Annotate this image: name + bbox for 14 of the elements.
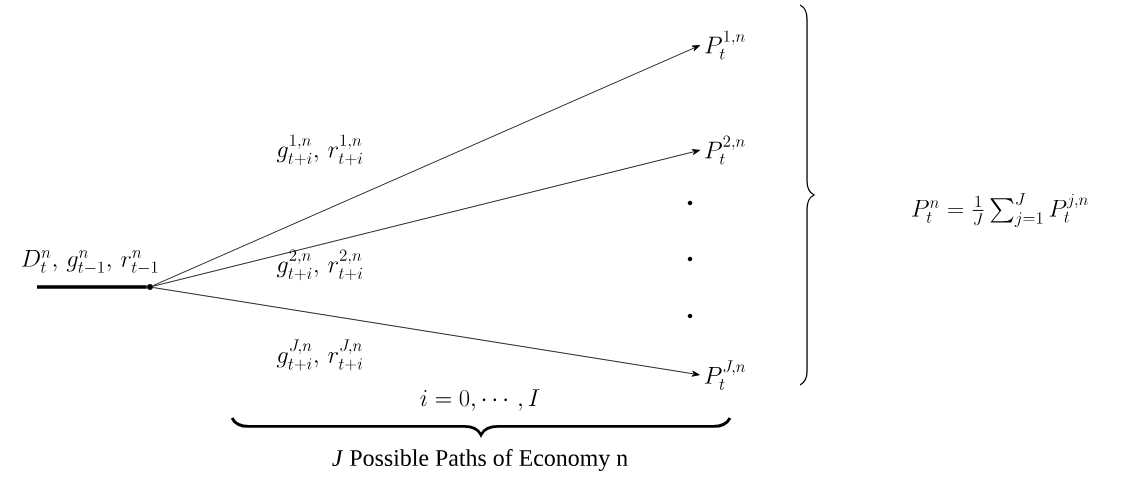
- state-label: $P_t^{J,n}$: [704, 360, 746, 390]
- edge-label: $D_t^n,\, g_{t-1}^n,\, r_{t-1}^n$: [21, 250, 158, 273]
- state-label: $P_t^{2,n}$: [705, 135, 745, 165]
- state-label: $P_t^{1,n}$: [705, 30, 745, 60]
- formula: $P_t^n = \frac{1}{J}\sum_{j=1}^J P_t^{j,n}$: [912, 193, 1088, 227]
- edge-label: $g_{t+i}^{J,n},\, r_{t+i}^{J,n}$: [276, 339, 362, 371]
- branch-point: [147, 284, 153, 290]
- formula: $i = 0, \cdots, I$: [420, 389, 540, 411]
- arrow: [152, 287, 700, 377]
- arrow: [152, 45, 701, 287]
- arrow: [152, 149, 701, 287]
- edge-label: $g_{t+i}^{1,n},\, r_{t+i}^{1,n}$: [276, 134, 362, 166]
- caption: J Possible Paths of Economy n: [332, 449, 628, 471]
- edge-label: $g_{t+i}^{2,n},\, r_{t+i}^{2,n}$: [276, 249, 362, 281]
